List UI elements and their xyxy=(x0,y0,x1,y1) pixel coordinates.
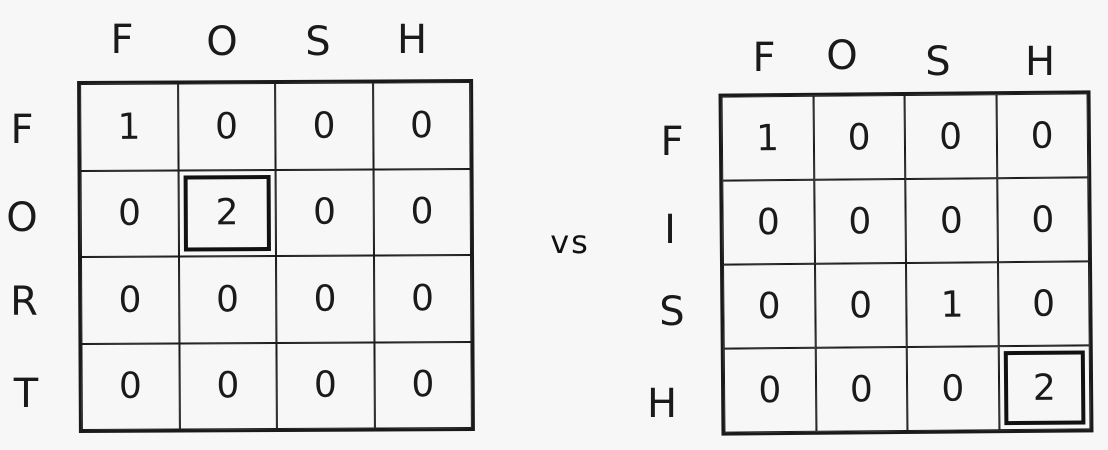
right-cell-r1-c3: 0 xyxy=(904,94,997,180)
left-row-header-2: O xyxy=(6,195,38,241)
left-row-header-3: R xyxy=(10,279,38,325)
right-cell-r3-c4: 0 xyxy=(997,261,1090,347)
left-cell-r1-c4: 0 xyxy=(372,81,471,169)
left-cell-r1-c3: 0 xyxy=(275,82,374,170)
left-cell-r1-c1: 1 xyxy=(80,83,179,171)
right-cell-r3-c1: 0 xyxy=(723,263,816,349)
left-cell-r1-c2: 0 xyxy=(177,83,276,171)
right-row-header-1: F xyxy=(660,119,684,165)
right-cell-r2-c1: 0 xyxy=(722,179,815,265)
left-cell-r3-c2: 0 xyxy=(178,256,277,344)
left-cell-r2-c4: 0 xyxy=(373,168,471,256)
left-cell-r2-c1: 0 xyxy=(80,170,179,258)
right-row-header-4: H xyxy=(646,381,678,427)
right-cell-r1-c4: 0 xyxy=(996,93,1089,179)
left-cell-r4-c3: 0 xyxy=(276,341,375,429)
left-cell-r3-c3: 0 xyxy=(276,255,374,343)
right-cell-r2-c3: 0 xyxy=(905,178,998,263)
right-cell-r4-c1: 0 xyxy=(723,347,816,433)
left-col-header-3: S xyxy=(305,19,331,65)
left-row-header-1: F xyxy=(10,107,34,153)
right-cell-r2-c4: 0 xyxy=(996,177,1089,263)
right-cell-r4-c3: 0 xyxy=(906,346,999,431)
vs-separator: vs xyxy=(550,223,590,261)
right-col-header-1: F xyxy=(752,35,776,81)
left-cell-r2-c2-highlighted: 2 xyxy=(178,169,276,257)
right-cell-r1-c1: 1 xyxy=(721,95,814,181)
right-col-header-4: H xyxy=(1024,39,1056,85)
right-cell-r4-c4-highlighted: 2 xyxy=(998,345,1091,431)
left-cell-r4-c4: 0 xyxy=(373,341,472,429)
right-cell-r3-c3: 1 xyxy=(906,262,999,347)
right-cell-r4-c2: 0 xyxy=(815,346,908,432)
right-cell-r1-c2: 0 xyxy=(813,95,906,180)
left-cell-r3-c1: 0 xyxy=(81,256,179,344)
right-col-header-3: S xyxy=(925,39,951,85)
left-cell-r4-c2: 0 xyxy=(178,342,277,430)
left-cell-r4-c1: 0 xyxy=(81,343,180,431)
left-col-header-4: H xyxy=(396,17,428,63)
left-row-header-4: T xyxy=(13,371,39,417)
left-col-header-2: O xyxy=(206,19,238,65)
right-row-header-3: S xyxy=(659,289,685,335)
right-cell-r3-c2: 0 xyxy=(814,263,907,348)
right-cell-r2-c2: 0 xyxy=(813,179,906,264)
left-cell-r2-c3: 0 xyxy=(275,168,374,256)
right-row-header-2: I xyxy=(664,207,676,253)
left-cell-r3-c4: 0 xyxy=(373,254,472,342)
left-col-header-1: F xyxy=(110,17,134,63)
right-col-header-2: O xyxy=(826,33,858,79)
left-matrix: 1 0 0 0 0 2 0 0 0 0 0 0 0 0 0 0 xyxy=(77,78,475,434)
right-matrix: 1 0 0 0 0 0 0 0 0 0 1 0 0 0 0 2 xyxy=(718,90,1094,436)
